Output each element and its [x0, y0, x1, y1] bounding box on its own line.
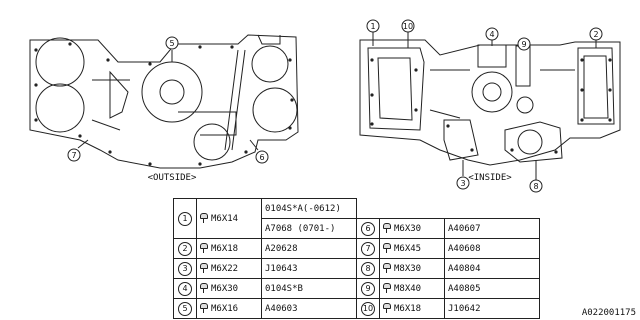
- svg-text:6: 6: [259, 153, 264, 162]
- callout-8: 8: [529, 179, 543, 193]
- svg-text:2: 2: [593, 30, 598, 39]
- table-row: 2 M6X18 A20628 7 M6X45 A40608: [173, 238, 540, 259]
- bolt-size: M8X40: [394, 284, 422, 294]
- bolt-icon: [200, 263, 208, 273]
- table-row: 1 M6X14 0104S*A(-0612): [173, 198, 540, 239]
- leader-lines: [77, 32, 597, 180]
- part-number: J10643: [261, 258, 357, 279]
- bolt-icon: [200, 303, 208, 313]
- bolt-size: M6X16: [211, 304, 239, 314]
- svg-text:8: 8: [533, 182, 538, 191]
- bolt-dots: [34, 42, 612, 166]
- row-index: 6: [361, 221, 375, 236]
- row-index: 10: [361, 301, 375, 316]
- part-number: A40607: [444, 218, 540, 239]
- svg-text:3: 3: [460, 179, 465, 188]
- row-index: 5: [178, 301, 192, 316]
- bolt-size: M6X22: [211, 264, 239, 274]
- part-number: A40804: [444, 258, 540, 279]
- svg-text:1: 1: [370, 22, 375, 31]
- outside-view: [29, 34, 299, 169]
- bolt-size: M8X30: [394, 264, 422, 274]
- part-number: A40603: [261, 298, 357, 319]
- svg-text:9: 9: [521, 40, 526, 49]
- bolt-size: M6X30: [211, 284, 239, 294]
- catalog-code: A022001175: [581, 308, 636, 318]
- part-number: A40805: [444, 278, 540, 299]
- bolt-size: M6X14: [211, 214, 239, 224]
- bolt-size: M6X45: [394, 244, 422, 254]
- part-number: A20628: [261, 238, 357, 259]
- inside-view-label: <INSIDE>: [468, 173, 512, 183]
- bolt-icon: [200, 213, 208, 223]
- callout-6: 6: [255, 150, 269, 164]
- bolt-icon: [383, 283, 391, 293]
- row-index: 7: [361, 241, 375, 256]
- callout-3: 3: [456, 176, 470, 190]
- bolt-icon: [200, 243, 208, 253]
- row-index: 3: [178, 261, 192, 276]
- svg-text:7: 7: [71, 151, 76, 160]
- svg-text:10: 10: [403, 22, 413, 31]
- bolt-size: M6X18: [394, 304, 422, 314]
- callout-5: 5: [165, 36, 179, 50]
- part-number: A7068 (0701-): [261, 218, 357, 239]
- row-index: 2: [178, 241, 192, 256]
- callout-9: 9: [517, 37, 531, 51]
- table-row: 4 M6X30 0104S*B 9 M8X40 A40805: [173, 278, 540, 299]
- row-index: 8: [361, 261, 375, 276]
- bolt-size: M6X30: [394, 224, 422, 234]
- part-number: J10642: [444, 298, 540, 319]
- table-row: A7068 (0701-) 6 M6X30 A40607: [174, 218, 540, 239]
- callout-2: 2: [589, 27, 603, 41]
- bolt-icon: [200, 283, 208, 293]
- inside-view: [359, 39, 621, 166]
- table-row: 5 M6X16 A40603 10 M6X18 J10642: [173, 298, 540, 319]
- table-row: 3 M6X22 J10643 8 M8X30 A40804: [173, 258, 540, 279]
- callout-10: 10: [401, 19, 415, 33]
- svg-text:5: 5: [169, 39, 174, 48]
- part-number: A40608: [444, 238, 540, 259]
- outside-view-label: <OUTSIDE>: [148, 173, 197, 183]
- part-number: 0104S*A(-0612): [261, 198, 357, 219]
- bolt-size: M6X18: [211, 244, 239, 254]
- callout-1: 1: [366, 19, 380, 33]
- row-index: 9: [361, 281, 375, 296]
- bolt-icon: [383, 263, 391, 273]
- row-index: 4: [178, 281, 192, 296]
- callout-4: 4: [485, 27, 499, 41]
- bolt-icon: [383, 243, 391, 253]
- bolt-icon: [383, 303, 391, 313]
- callout-7: 7: [67, 148, 81, 162]
- bolt-icon: [383, 223, 391, 233]
- part-number: 0104S*B: [261, 278, 357, 299]
- row-index: 1: [178, 211, 192, 226]
- parts-table: 1 M6X14 0104S*A(-0612) A7068 (0701-) 6 M…: [173, 198, 540, 319]
- svg-text:4: 4: [489, 30, 494, 39]
- callouts: 5 7 6 1 10 4 9 2 3 8: [67, 19, 603, 193]
